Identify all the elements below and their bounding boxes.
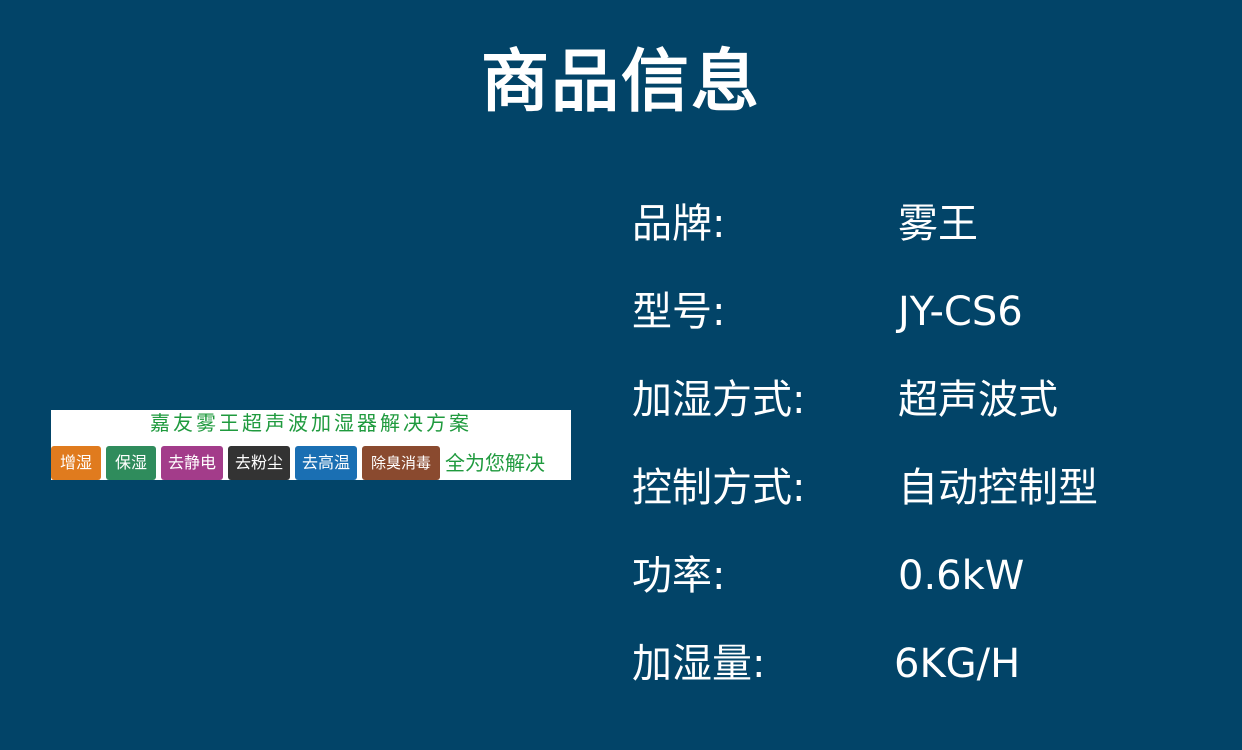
tag-humidify: 增湿	[51, 446, 101, 480]
banner-title: 嘉友雾王超声波加湿器解决方案	[150, 411, 472, 435]
spec-label: 品牌:	[632, 201, 726, 247]
spec-label: 加湿量:	[632, 641, 766, 687]
spec-row-model: 型号: JY-CS6	[632, 274, 1232, 362]
spec-value: 超声波式	[898, 377, 1058, 423]
spec-label: 型号:	[632, 289, 726, 335]
spec-value: 雾王	[898, 201, 978, 247]
spec-row-control-method: 控制方式: 自动控制型	[632, 450, 1232, 538]
banner-tail-text: 全为您解决	[445, 451, 545, 475]
spec-value: 0.6kW	[898, 553, 1025, 599]
product-banner: 嘉友雾王超声波加湿器解决方案 增湿 保湿 去静电 去粉尘 去高温 除臭消毒 全为…	[51, 410, 571, 480]
page-title: 商品信息	[480, 43, 761, 122]
spec-row-brand: 品牌: 雾王	[632, 186, 1232, 274]
spec-row-power: 功率: 0.6kW	[632, 538, 1232, 626]
spec-value: 6KG/H	[894, 641, 1021, 687]
spec-value: JY-CS6	[898, 289, 1023, 335]
spec-label: 控制方式:	[632, 465, 806, 511]
tag-deodorize: 除臭消毒	[362, 446, 440, 480]
spec-value: 自动控制型	[898, 465, 1098, 511]
tag-dust-removal: 去粉尘	[228, 446, 290, 480]
spec-row-humidification-method: 加湿方式: 超声波式	[632, 362, 1232, 450]
spec-label: 功率:	[632, 553, 726, 599]
spec-row-humidification-capacity: 加湿量: 6KG/H	[632, 626, 1232, 714]
tag-cooling: 去高温	[295, 446, 357, 480]
spec-label: 加湿方式:	[632, 377, 806, 423]
tag-antistatic: 去静电	[161, 446, 223, 480]
spec-list: 品牌: 雾王 型号: JY-CS6 加湿方式: 超声波式 控制方式: 自动控制型…	[632, 186, 1232, 714]
banner-tags-row: 增湿 保湿 去静电 去粉尘 去高温 除臭消毒 全为您解决	[51, 446, 571, 480]
tag-moisturize: 保湿	[106, 446, 156, 480]
